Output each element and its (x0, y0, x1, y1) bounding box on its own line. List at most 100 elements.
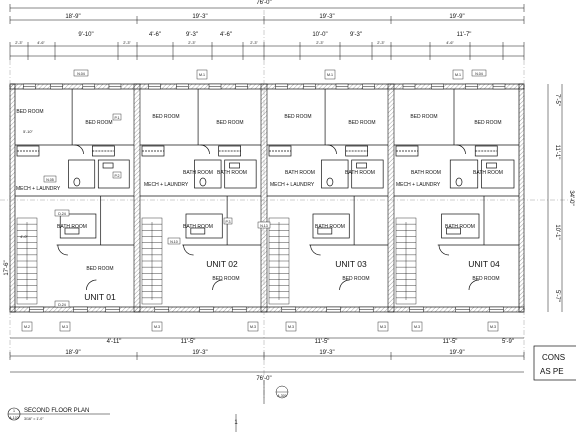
unit04-bath-room-b: BATH ROOM (473, 170, 503, 176)
door-swing-c (339, 279, 350, 291)
cons-note-line-2: AS PE (540, 367, 564, 376)
unit04-bath-room-c: BATH ROOM (445, 224, 475, 230)
room-labels-unit-03: BED ROOM BED ROOM MECH + LAUNDRY BATH RO… (270, 114, 376, 282)
tag-m1-c: M.1 (452, 69, 464, 80)
top-dim-unit-1: 18'-9" (65, 14, 80, 20)
title-sheet: A.102 (9, 416, 18, 420)
sub-dim-7: 11'-7" (457, 32, 472, 38)
door-swing-c (86, 279, 97, 291)
sub-dim-2: 4'-6" (149, 32, 161, 38)
svg-text:M.3: M.3 (62, 325, 68, 329)
door-swing-c (212, 279, 223, 291)
equipment-tags: M.1 M.1 M.1 N.04 N.04 M.2 M.3 M.3 M.3 M.… (21, 69, 499, 332)
tag-m3-d: M.3 (285, 321, 297, 332)
door-swing-a (74, 144, 84, 155)
tag-n13-a: N.13 (257, 221, 271, 229)
unit-2-partitions (140, 89, 261, 291)
vanity-fixture (446, 227, 461, 235)
right-dim-2: 11'-1" (554, 145, 560, 160)
unit04-bath-room-a: BATH ROOM (411, 170, 441, 176)
section-callout: A.300 1 (234, 380, 289, 432)
sink-fixture (229, 162, 240, 169)
title-scale: 3/16" = 1'-0" (24, 417, 44, 421)
top-dim-unit-3: 19'-3" (319, 14, 334, 20)
unit02-bed-room-c: BED ROOM (212, 276, 239, 282)
sub-dim-1: 9'-10" (78, 32, 93, 38)
cons-note-line-1: CONS (542, 353, 565, 362)
bath-core-a (68, 159, 96, 189)
sub-dim-4: 4'-6" (220, 32, 232, 38)
tag-p2-a: P.2 (112, 171, 122, 179)
bottom-sub-dimensions: 4'-11" 11'-5" 11'-5" 11'-5" 5'-9" (10, 337, 524, 345)
svg-text:M.3: M.3 (154, 325, 160, 329)
unit01-label: UNIT 01 (84, 292, 116, 302)
bath-room-lower (441, 213, 480, 239)
toilet-fixture (73, 177, 81, 187)
svg-text:M.3: M.3 (490, 325, 496, 329)
bottom-sub-dim-4: 11'-5" (443, 339, 458, 345)
door-swing-a (200, 144, 210, 155)
small-dim-1: 2'-3" (15, 41, 23, 45)
tag-n10-a: N.10 (167, 237, 181, 245)
svg-text:N.04: N.04 (77, 72, 85, 76)
tag-d24-a: D.24 (54, 209, 70, 217)
svg-text:M.2: M.2 (24, 325, 30, 329)
svg-text:P.2: P.2 (115, 174, 120, 178)
vanity-fixture (190, 227, 206, 235)
grid-lines (0, 10, 576, 400)
door-swing-a (456, 144, 466, 155)
small-dim-3: 2'-3" (123, 41, 131, 45)
svg-text:M.3: M.3 (288, 325, 294, 329)
bath-core-a (194, 159, 222, 189)
svg-text:M.1: M.1 (327, 73, 333, 77)
tag-n04-b: N.04 (471, 69, 487, 77)
sink-fixture (356, 162, 367, 169)
svg-text:N.13: N.13 (260, 224, 268, 228)
unit-4-partitions (394, 89, 519, 291)
svg-text:M.3: M.3 (380, 325, 386, 329)
tag-m3-c: M.3 (247, 321, 259, 332)
door-swing-b (310, 244, 321, 256)
top-dim-unit-4: 19'-9" (449, 14, 464, 20)
small-dim-2: 4'-6" (37, 41, 45, 45)
top-dim-unit-2: 19'-3" (192, 14, 207, 20)
bath-room-lower (59, 213, 97, 239)
bottom-dim-unit-3: 19'-3" (319, 350, 334, 356)
svg-text:P.3: P.3 (226, 220, 231, 224)
unit04-mech-laundry: MECH + LAUNDRY (396, 182, 441, 188)
unit03-mech-laundry: MECH + LAUNDRY (270, 182, 315, 188)
sub-dim-6: 9'-3" (350, 32, 362, 38)
door-swing-c (468, 279, 480, 291)
tag-m3-f: M.3 (411, 321, 423, 332)
overall-dim-label: 76'-0" (256, 0, 271, 6)
right-dim-1: 7'-5" (554, 94, 560, 106)
bottom-sub-dim-5: 5'-9" (502, 339, 514, 345)
room-labels-unit-01: BED ROOM BED ROOM MECH + LAUNDRY BATH RO… (16, 109, 116, 302)
unit04-bed-room-c: BED ROOM (472, 276, 499, 282)
sub-dim-3: 9'-3" (186, 32, 198, 38)
unit01-bath-room: BATH ROOM (57, 224, 87, 230)
unit02-bath-room-a: BATH ROOM (183, 170, 213, 176)
unit03-bed-room-a: BED ROOM (284, 114, 311, 120)
bath-core-a (449, 159, 479, 189)
unit01-bed-room-a: BED ROOM (16, 109, 43, 115)
unit03-bed-room-c: BED ROOM (342, 276, 369, 282)
bath-core-b (351, 159, 384, 189)
door-swing-b (57, 244, 68, 256)
left-dim-2: 5'-10" (23, 130, 33, 134)
toilet-fixture (199, 177, 207, 187)
svg-text:P.1: P.1 (115, 116, 120, 120)
unit02-bed-room-b: BED ROOM (216, 120, 243, 126)
bottom-dim-unit-4: 19'-9" (449, 350, 464, 356)
unit03-bath-room-b: BATH ROOM (345, 170, 375, 176)
unit04-bed-room-a: BED ROOM (410, 114, 437, 120)
callout-ref: A.300 (277, 394, 286, 398)
small-dim-5: 2'-3" (250, 41, 258, 45)
stairs-group (16, 217, 417, 305)
tag-m3-g: M.3 (487, 321, 499, 332)
unit-3-stair (268, 217, 290, 305)
door-swing-b (438, 244, 450, 256)
bottom-dim-unit-2: 19'-3" (192, 350, 207, 356)
